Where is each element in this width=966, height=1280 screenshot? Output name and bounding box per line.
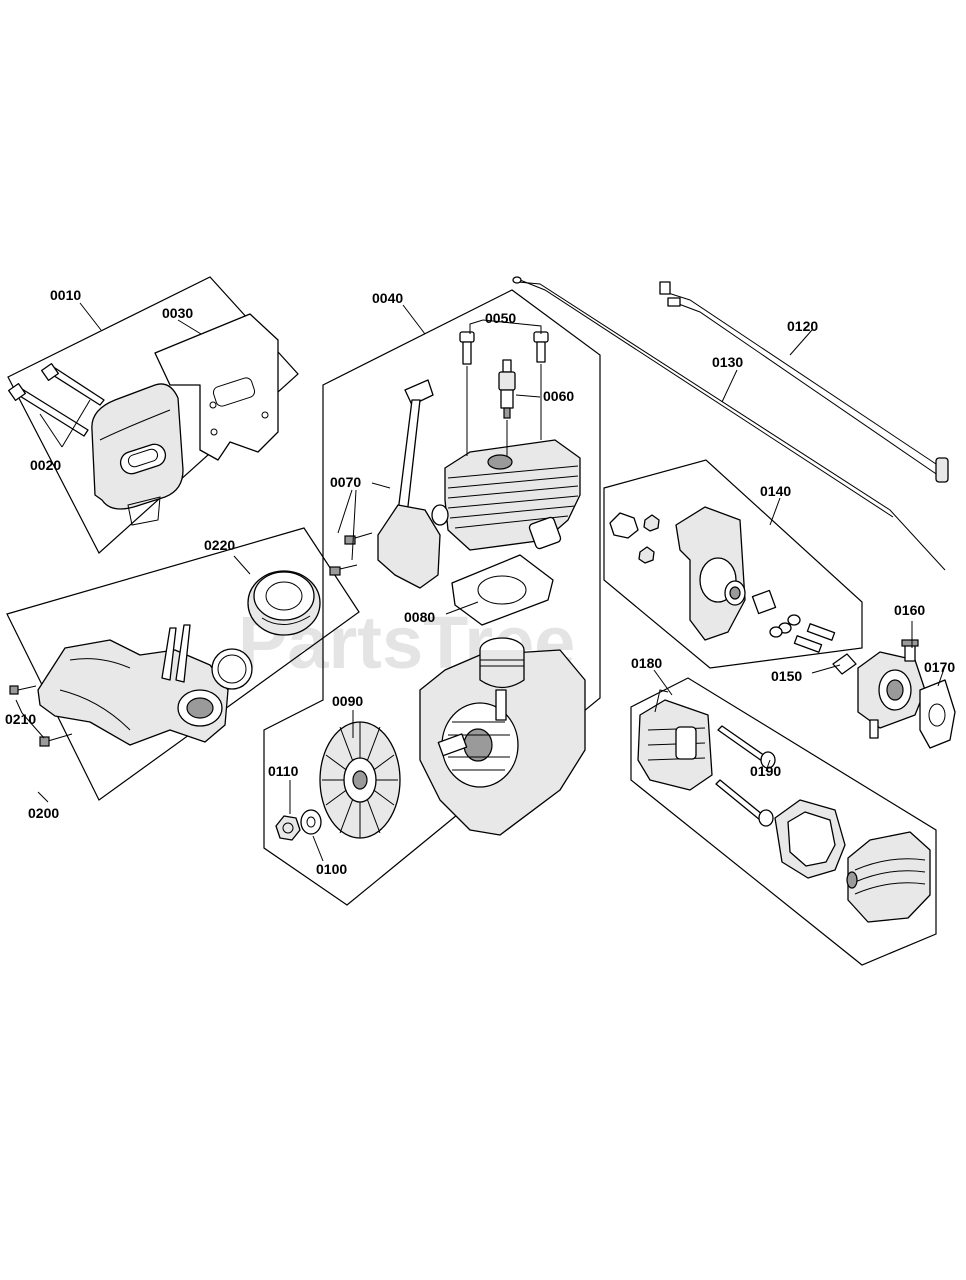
cylinder-gasket bbox=[451, 554, 554, 626]
flywheel-nut bbox=[275, 815, 301, 841]
tank-screw-lower bbox=[39, 733, 73, 747]
callout-0040: 0040 bbox=[372, 290, 403, 306]
air-filter-base bbox=[637, 689, 713, 791]
carburetor-gasket bbox=[919, 679, 956, 749]
air-filter-element bbox=[774, 799, 846, 879]
fuel-tank-group-frame bbox=[6, 527, 360, 801]
spark-plug bbox=[498, 359, 516, 419]
air-filter-bolt-upper bbox=[717, 725, 776, 769]
callout-0030: 0030 bbox=[162, 305, 193, 321]
ignition-coil-screw-upper bbox=[344, 532, 373, 545]
cylinder-bolt-right bbox=[533, 331, 549, 363]
fuel-cap-assembly bbox=[211, 570, 321, 690]
fuel-tank-assembly bbox=[9, 624, 229, 747]
callout-0150: 0150 bbox=[771, 668, 802, 684]
callout-0010: 0010 bbox=[50, 287, 81, 303]
adapter-washers bbox=[769, 614, 801, 638]
callout-0080: 0080 bbox=[404, 609, 435, 625]
throttle-cable bbox=[512, 276, 946, 571]
callout-0020: 0020 bbox=[30, 457, 61, 473]
engine-assembly bbox=[329, 331, 586, 836]
callout-0170: 0170 bbox=[924, 659, 955, 675]
ignition-coil-screw-lower bbox=[329, 564, 358, 576]
adapter-gasket bbox=[832, 653, 857, 675]
cylinder-bolt-left bbox=[459, 331, 475, 365]
callout-0060: 0060 bbox=[543, 388, 574, 404]
callout-0140: 0140 bbox=[760, 483, 791, 499]
ignition-coil bbox=[377, 379, 441, 589]
callout-0070: 0070 bbox=[330, 474, 361, 490]
air-filter-group-frame bbox=[630, 677, 937, 966]
ignition-wire bbox=[659, 281, 949, 483]
piston bbox=[479, 637, 525, 721]
muffler-group-frame bbox=[7, 276, 299, 554]
callout-0220: 0220 bbox=[204, 537, 235, 553]
callout-0050: 0050 bbox=[485, 310, 516, 326]
callout-0120: 0120 bbox=[787, 318, 818, 334]
callout-0160: 0160 bbox=[894, 602, 925, 618]
carburetor bbox=[857, 639, 926, 739]
callout-0210: 0210 bbox=[5, 711, 36, 727]
air-filter-bolt-lower bbox=[715, 779, 774, 827]
callout-0130: 0130 bbox=[712, 354, 743, 370]
adapter-screw-lower bbox=[793, 635, 823, 653]
carburetor-adapter bbox=[609, 506, 836, 653]
callout-0190: 0190 bbox=[750, 763, 781, 779]
leader-lines bbox=[15, 302, 946, 862]
callout-0110: 0110 bbox=[268, 763, 299, 779]
flywheel-washer bbox=[300, 809, 322, 835]
cylinder bbox=[444, 439, 581, 551]
callout-0090: 0090 bbox=[332, 693, 363, 709]
callout-labels: 0010 0020 0030 0040 0050 0060 0070 0080 … bbox=[5, 287, 955, 877]
adapter-screw-upper bbox=[806, 623, 836, 641]
carburetor-adapter-group-frame bbox=[603, 459, 863, 669]
muffler-assembly bbox=[7, 313, 279, 526]
flywheel bbox=[319, 721, 401, 839]
callout-0100: 0100 bbox=[316, 861, 347, 877]
callout-0200: 0200 bbox=[28, 805, 59, 821]
air-filter-cover bbox=[846, 831, 931, 923]
tank-screw-upper bbox=[9, 685, 37, 695]
engine-group-frame bbox=[263, 289, 601, 906]
muffler-body bbox=[91, 383, 184, 510]
callout-0180: 0180 bbox=[631, 655, 662, 671]
